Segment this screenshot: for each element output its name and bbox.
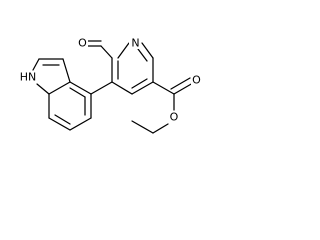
bond-c5-ester-c <box>152 81 175 95</box>
aldehyde-oxygen-label: O <box>78 37 87 50</box>
bond-i6-i7-inner <box>54 114 71 125</box>
atom-labels: N O O O HN <box>18 37 202 124</box>
bond-c4-c3 <box>111 81 133 95</box>
bond-n1-c6-inner <box>137 48 148 62</box>
bond-i5-i6 <box>69 117 92 131</box>
bond-i3a-i4 <box>69 81 92 95</box>
bonds <box>32 40 194 134</box>
bond-o-ch2 <box>152 123 169 134</box>
bond-i6-i7 <box>48 117 71 131</box>
bond-i3a-i4-inner <box>69 87 86 98</box>
carbonyl-oxygen-label: O <box>192 74 201 87</box>
chemical-structure-diagram: N O O O HN <box>18 37 202 134</box>
bond-n1-i7a <box>36 83 50 95</box>
bond-i2-n1 <box>32 58 40 71</box>
bond-c2-cho <box>100 45 113 59</box>
bond-ester-c-o-carbonyl <box>173 82 194 95</box>
bond-i3a-i3 <box>62 58 71 83</box>
bond-c3-indole <box>90 81 113 95</box>
bond-ch2-ch3 <box>131 120 154 134</box>
bond-i7a-i3a <box>48 81 71 95</box>
bond-c2-n1 <box>117 42 130 59</box>
bond-n1-c6 <box>141 42 154 59</box>
bond-c5-c4-inner <box>131 78 148 89</box>
bond-ester-c-o-carbonyl-double <box>170 77 191 90</box>
bond-c5-c4 <box>131 81 154 95</box>
indole-nh-label: HN <box>20 71 37 84</box>
ester-oxygen-label: O <box>170 111 179 124</box>
ring-nitrogen-label: N <box>131 37 139 50</box>
